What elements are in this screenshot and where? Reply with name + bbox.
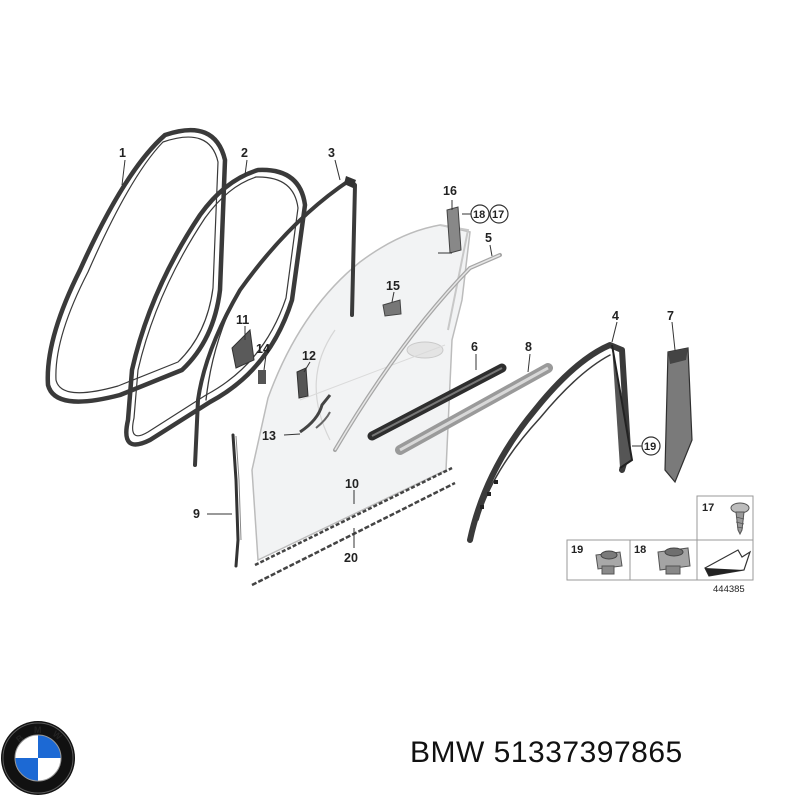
svg-text:18: 18	[473, 209, 485, 221]
rod-part-13	[299, 394, 332, 434]
brand-part-number: BMW 51337397865	[410, 736, 683, 770]
circled-ref-17: 17	[489, 204, 509, 224]
clip-nut-icon	[595, 550, 623, 575]
callout-8: 8	[525, 340, 532, 354]
callout-4: 4	[612, 309, 619, 323]
circled-ref-18: 18	[470, 204, 490, 224]
svg-text:19: 19	[644, 441, 656, 453]
callout-20: 20	[344, 551, 358, 565]
bracket-part-12	[296, 367, 309, 399]
circled-ref-19: 19	[641, 436, 661, 456]
part-number: 51337397865	[493, 736, 683, 769]
inset-label-17: 17	[702, 502, 714, 514]
bracket-part-15	[382, 299, 402, 317]
door-panel	[251, 224, 471, 562]
inset-label-18: 18	[634, 544, 646, 556]
callout-5: 5	[485, 231, 492, 245]
svg-text:17: 17	[492, 209, 504, 221]
leader-lines	[121, 159, 676, 548]
bmw-logo: B M W	[1, 721, 75, 795]
svg-text:B: B	[14, 732, 26, 744]
callout-3: 3	[328, 146, 335, 160]
seal-part-9	[231, 433, 240, 568]
clip-icon	[657, 547, 691, 575]
svg-text:M: M	[34, 725, 42, 735]
callout-1: 1	[119, 146, 126, 160]
callout-12: 12	[302, 349, 316, 363]
seal-part-1	[45, 127, 228, 404]
seal-part-2	[124, 167, 308, 447]
callout-15: 15	[386, 279, 400, 293]
callout-13: 13	[262, 429, 276, 443]
pillar-frame-part-4	[467, 342, 631, 543]
callout-2: 2	[241, 146, 248, 160]
pillar-cover-part-7	[664, 347, 693, 484]
callout-6: 6	[471, 340, 478, 354]
strip-part-16	[446, 206, 462, 254]
clip-part-14	[258, 370, 266, 384]
callout-10: 10	[345, 477, 359, 491]
brand-name: BMW	[410, 736, 485, 769]
callout-7: 7	[667, 309, 674, 323]
screw-icon	[730, 502, 750, 536]
callout-14: 14	[256, 342, 270, 356]
inset-parts-box: 17 19 18 444385	[566, 495, 754, 595]
callout-11: 11	[236, 313, 249, 327]
inset-label-19: 19	[571, 544, 583, 556]
callout-16: 16	[443, 184, 457, 198]
bracket-part-11	[231, 328, 255, 369]
arrow-icon	[704, 549, 752, 577]
figure-number: 444385	[713, 584, 745, 595]
callout-9: 9	[193, 507, 200, 521]
rocker-seal-part-10	[254, 466, 453, 567]
